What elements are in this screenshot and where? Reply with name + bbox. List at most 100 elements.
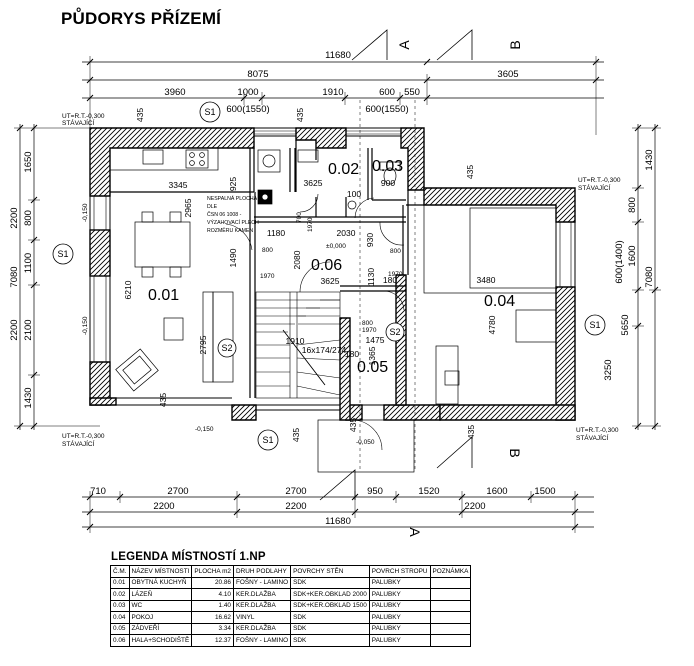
dim-top-a: 3960 [164,87,185,98]
level-m150a: -0,150 [195,426,214,433]
dim-435d: 435 [158,393,168,407]
dim-right-b: 800 [627,197,638,213]
legend-cell: SDK+KER.OBKLAD 1500 [290,599,370,612]
legend-cell: LÁZEŇ [128,588,193,601]
section-a-top: A [396,40,412,50]
tag-s2-a: S2 [221,343,232,353]
legend-row: 0.02 LÁZEŇ 4.10 KER.DLAŽBA SDK+KER.OBKLA… [110,588,472,601]
dim-1475: 1475 [366,335,385,345]
legend-header: NÁZEV MÍSTNOSTI [128,565,193,578]
door-800-c: 800 [362,320,373,327]
legend-header: POVRCH STROPU [368,565,431,578]
dim-right-c: 1600 [627,245,638,266]
dim-left-a: 1650 [23,151,34,172]
dim-top-c: 1910 [322,87,343,98]
wall-tag-s1-bottom [257,429,279,451]
dim-top-total: 11680 [325,50,351,61]
legend-header: PLOCHA m2 [191,565,234,578]
legend-cell: 0.03 [110,599,130,612]
dim-3625a: 3625 [304,178,323,188]
legend-header-row: Č.M. NÁZEV MÍSTNOSTI PLOCHA m2 DRUH PODL… [110,565,472,578]
door-700: 700 [296,212,303,223]
legend-cell: OBYTNÁ KUCHYŇ [128,576,193,589]
level-ut-tr: UT=R.T.-0,300 [578,177,621,184]
dim-1130: 1130 [366,268,376,287]
level-ut-tl: UT=R.T.-0,300 [62,113,105,120]
dim-2965: 2965 [183,198,193,217]
door-1970-a: 1970 [260,273,275,280]
level-m050: -0,050 [356,439,375,446]
dim-435g: 435 [466,425,476,439]
legend-row: 0.04 POKOJ 16.62 VINYL SDK PALUBKY [110,611,472,624]
door-swings [225,193,405,451]
fireplace-note-1: NESPALNÁ PLOCHA [207,195,258,202]
legend-row: 0.06 HALA+SCHODIŠTĚ 12.37 FOŠNY - LAMINO… [110,634,472,647]
room-legend-table: Č.M. NÁZEV MÍSTNOSTI PLOCHA m2 DRUH PODL… [110,565,472,647]
room-0-06: 0.06 [311,257,342,274]
dim-right-a: 1430 [644,149,655,170]
tag-s1-right: S1 [589,320,600,330]
tag-s1-top: S1 [204,107,215,117]
legend-header: POZNÁMKA [429,565,472,578]
fireplace-note-5: ROZMĚRU KAMEN [207,226,253,234]
wall-tag-s1-top [199,101,221,123]
level-stav-br: STÁVAJÍCÍ [576,433,609,442]
legend-cell: 3.34 [191,622,234,635]
room-0-01: 0.01 [148,287,179,304]
dim-925: 925 [228,177,238,191]
dim-4780: 4780 [487,315,497,334]
legend-cell [429,588,472,601]
tag-s1-left: S1 [57,249,68,259]
staircase [255,291,341,399]
dim-1490: 1490 [228,248,238,267]
fireplace-note-2: DLE [207,204,218,210]
dim-6210: 6210 [123,280,133,299]
dim-180b: 180 [345,349,359,359]
legend-cell: 20.86 [191,576,234,589]
dim-435f: 435 [348,418,358,432]
legend-cell: KER.DLAŽBA [232,588,292,601]
dim-top-d: 600 [379,87,395,98]
section-b-bottom: B [507,448,523,457]
legend-cell: SDK [290,634,370,647]
dim-right-e: 5650 [620,314,631,335]
dim-435e: 435 [291,428,301,442]
fireplace-note-4: VÝZAHOVACÍ PLECH [207,219,259,226]
wall-tag-s1-right [584,314,606,336]
dim-bot-a: 710 [90,486,106,497]
dim-930: 930 [365,233,375,247]
legend-cell: WC [128,599,193,612]
legend-cell: PALUBKY [368,588,431,601]
legend-cell: 0.01 [110,576,130,589]
dim-bot-total: 11680 [325,516,351,527]
legend-cell [429,634,472,647]
dim-2795: 2795 [198,335,208,354]
dim-bot-c: 2700 [285,486,306,497]
dim-left-f: 2200 [9,319,20,340]
dim-bot-f: 1600 [486,486,507,497]
dim-right-f: 3250 [603,359,614,380]
legend-title: LEGENDA MÍSTNOSTÍ 1.NP [111,551,266,563]
dim-1910: 1910 [286,336,305,346]
furniture [109,147,557,473]
legend-cell: KER.DLAŽBA [232,622,292,635]
dim-435a: 435 [135,108,145,122]
dim-3345: 3345 [169,180,188,190]
dim-900: 900 [381,178,395,188]
dim-left-b: 800 [23,210,34,226]
legend-cell: VINYL [232,611,292,624]
dim-180a: 180 [383,275,397,285]
legend-cell [429,576,472,589]
room-0-04: 0.04 [484,293,515,310]
dim-2080: 2080 [292,250,302,269]
section-markers [319,29,473,501]
room-0-03: 0.03 [372,158,403,175]
level-zero: ±0,000 [326,243,346,250]
tag-s2-b: S2 [389,327,400,337]
vertical-dimension-texts: 7080 1650 800 2200 1100 2100 2200 1430 1… [9,149,655,408]
dim-1365: 1365 [367,346,377,365]
legend-cell [429,622,472,635]
legend-cell: 0.06 [110,634,130,647]
legend-cell: SDK [290,576,370,589]
